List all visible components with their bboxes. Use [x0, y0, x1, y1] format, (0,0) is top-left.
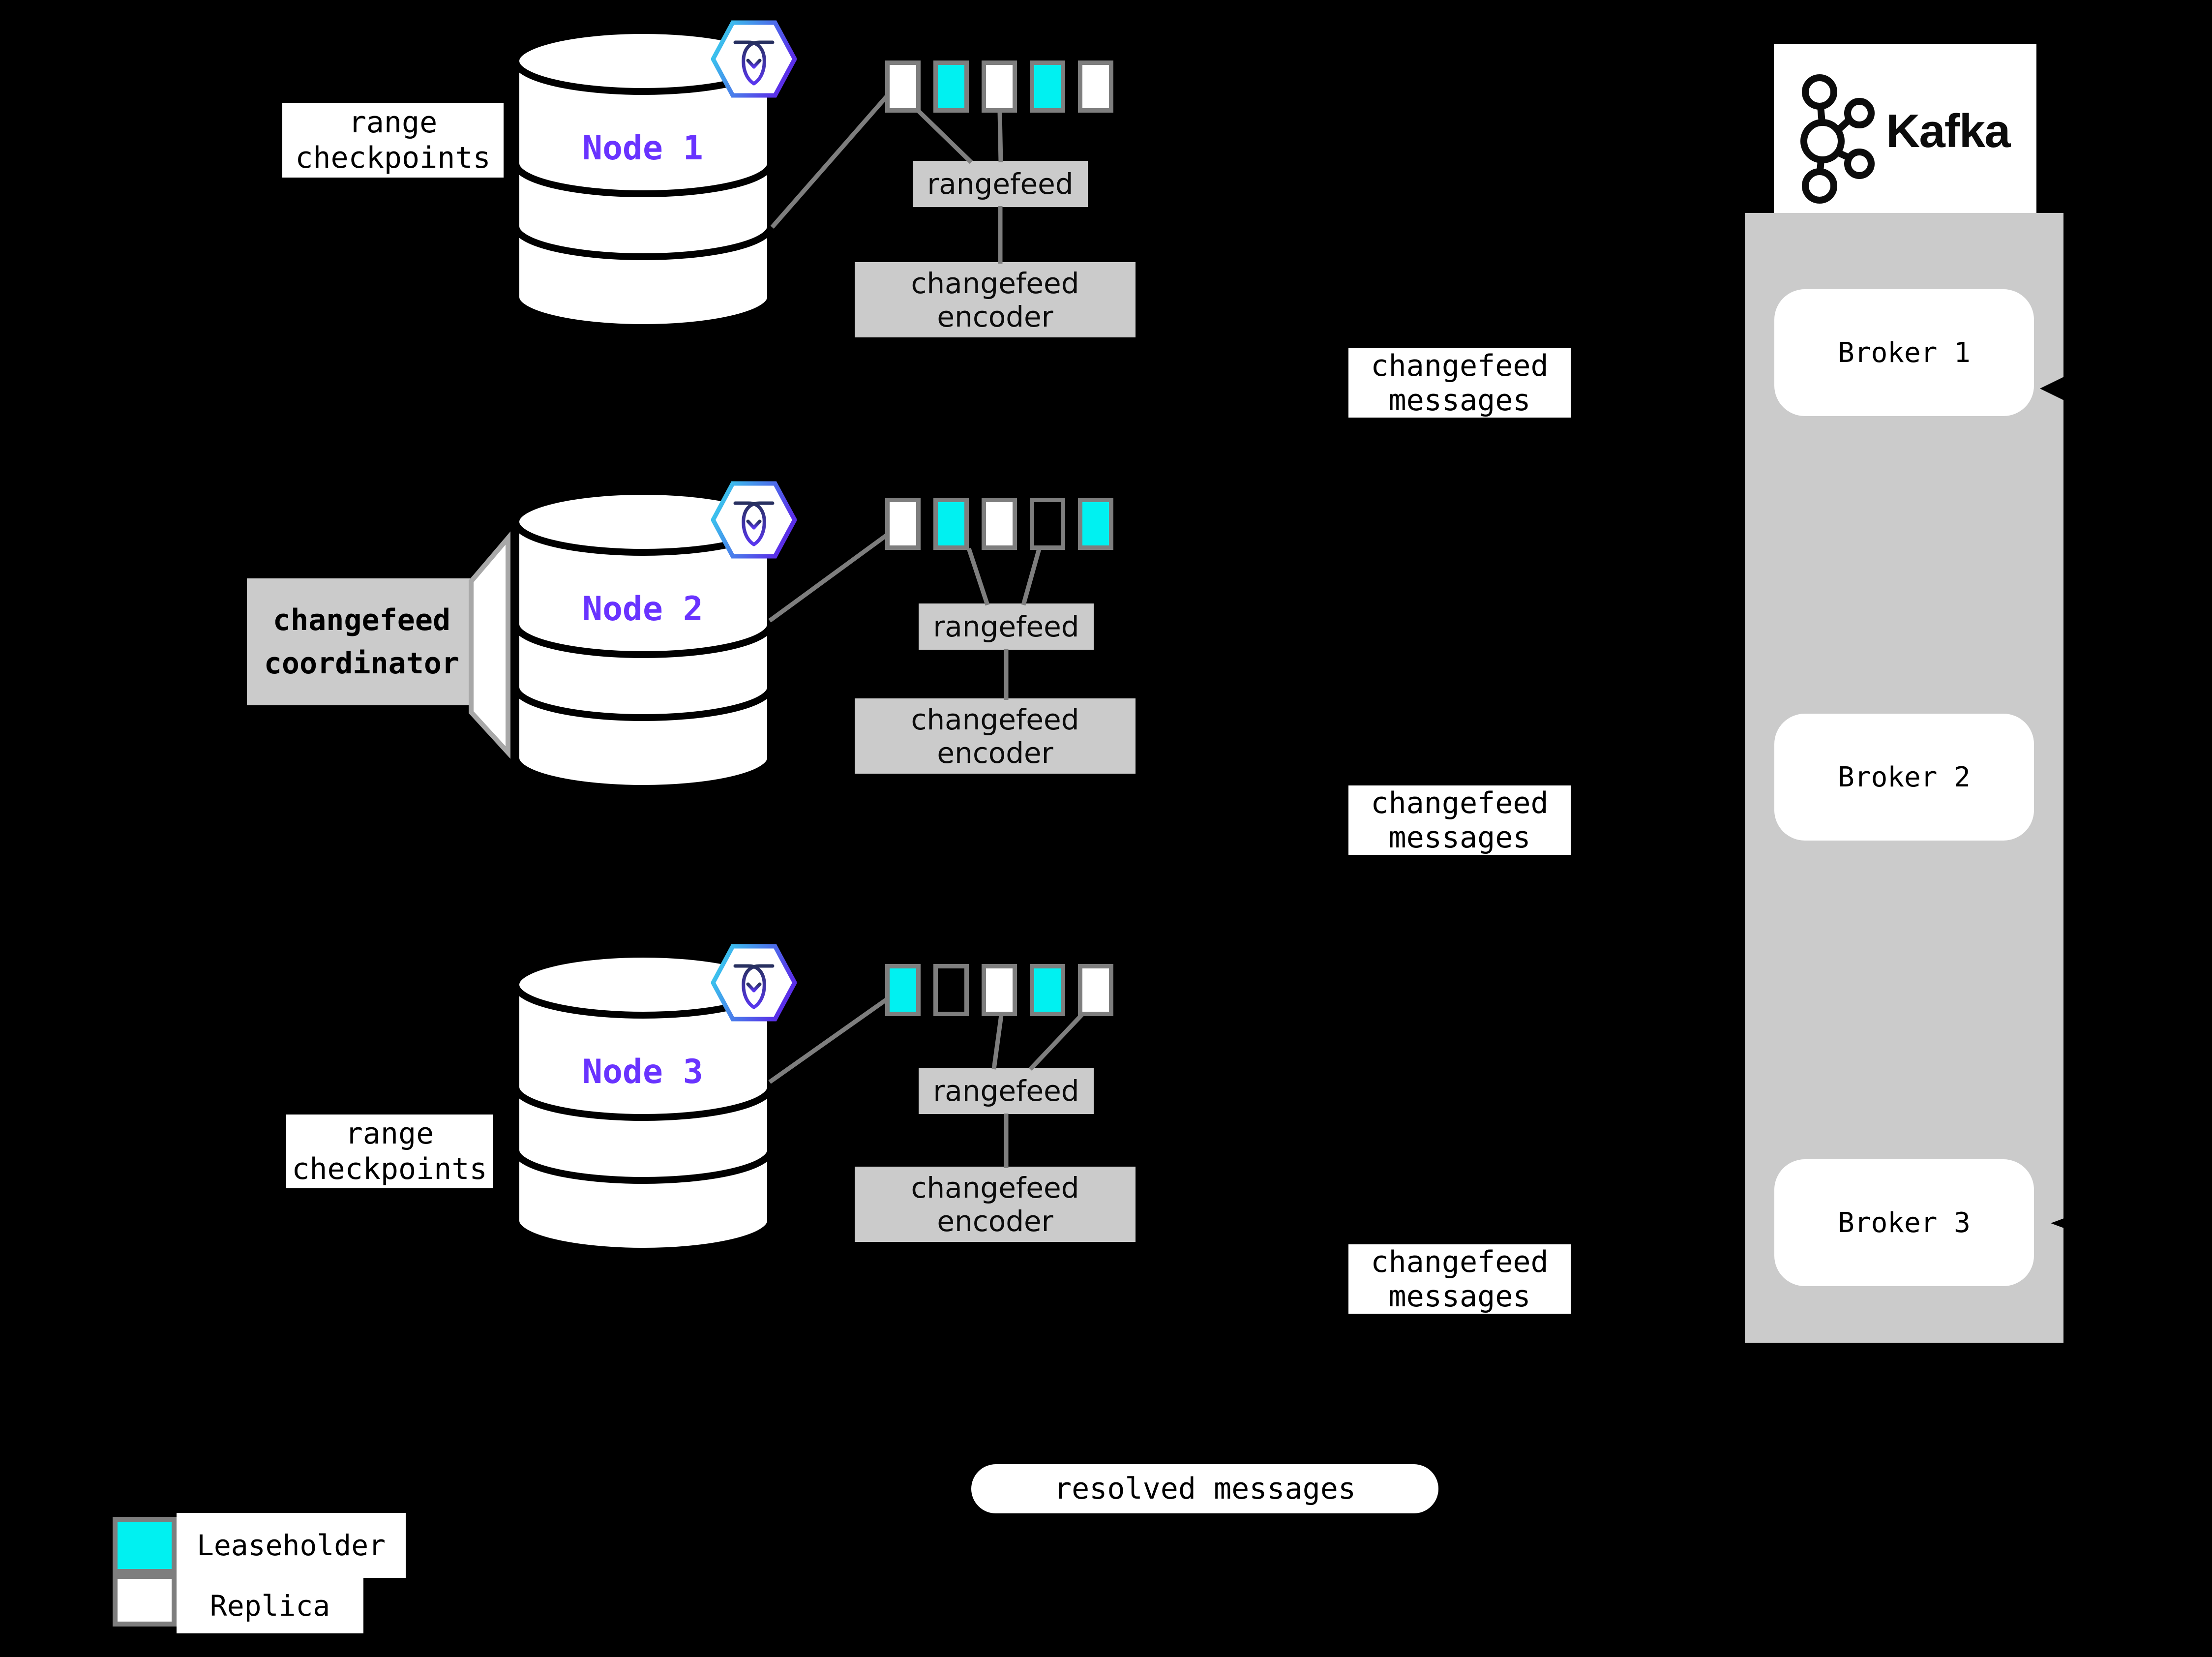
legend-leaseholder-swatch — [113, 1517, 177, 1574]
rangefeed-box: rangefeed — [919, 603, 1094, 650]
encoder-line1: changefeed — [911, 266, 1079, 300]
node-3-database-icon — [512, 951, 774, 1255]
range-box — [1030, 964, 1065, 1016]
range-box — [885, 60, 921, 113]
encoder-line1: changefeed — [911, 702, 1079, 736]
changefeed-messages-label: changefeed messages — [1348, 348, 1571, 418]
range-box — [982, 964, 1017, 1016]
legend-leaseholder-label: Leaseholder — [177, 1513, 406, 1578]
range-checkpoints-line2: checkpoints — [295, 141, 491, 175]
coordinator-line1: changefeed — [272, 603, 451, 637]
changefeed-coordinator-label: changefeed coordinator — [247, 578, 477, 705]
changefeed-messages-label: changefeed messages — [1348, 785, 1571, 855]
range-box — [933, 964, 969, 1016]
range-checkpoints-label: range checkpoints — [282, 103, 504, 178]
node-1-label: Node 1 — [582, 129, 703, 168]
kafka-logo: Kafka — [1774, 44, 2036, 218]
rangefeed-box: rangefeed — [919, 1068, 1094, 1114]
kafka-logo-icon — [1800, 74, 1875, 204]
node-3-label: Node 3 — [582, 1053, 703, 1091]
messages-line1: changefeed — [1371, 1244, 1549, 1279]
cockroachdb-logo-icon — [711, 481, 797, 559]
changefeed-encoder-box: changefeed encoder — [855, 262, 1136, 337]
changefeed-messages-label: changefeed messages — [1348, 1244, 1571, 1314]
range-checkpoints-label: range checkpoints — [286, 1115, 493, 1188]
range-box — [982, 60, 1017, 113]
node-2-label: Node 2 — [582, 590, 703, 629]
changefeed-encoder-box: changefeed encoder — [855, 698, 1136, 774]
range-box — [933, 498, 969, 550]
kafka-cluster-container: Broker 1 Broker 2 Broker 3 — [1745, 213, 2063, 1343]
messages-line1: changefeed — [1371, 785, 1549, 820]
coordinator-line2: coordinator — [264, 646, 460, 681]
cockroachdb-logo-icon — [711, 944, 797, 1022]
encoder-line1: changefeed — [911, 1171, 1079, 1205]
range-box — [885, 498, 921, 550]
range-checkpoints-line2: checkpoints — [292, 1152, 487, 1186]
range-checkpoints-line1: range — [345, 1116, 434, 1151]
range-checkpoints-line1: range — [348, 105, 438, 140]
range-box — [1030, 60, 1065, 113]
messages-line1: changefeed — [1371, 348, 1549, 383]
legend-replica-swatch — [113, 1574, 177, 1627]
legend-replica-label: Replica — [177, 1578, 363, 1633]
range-box — [982, 498, 1017, 550]
cockroachdb-logo-icon — [711, 20, 797, 98]
broker-card: Broker 3 — [1774, 1159, 2034, 1286]
range-box — [885, 964, 921, 1016]
encoder-line2: encoder — [937, 736, 1053, 770]
messages-line2: messages — [1388, 1279, 1531, 1314]
range-box — [1078, 60, 1113, 113]
encoder-line2: encoder — [937, 300, 1053, 333]
broker-card: Broker 2 — [1774, 714, 2034, 841]
kafka-wordmark: Kafka — [1886, 104, 2010, 157]
changefeed-encoder-box: changefeed encoder — [855, 1167, 1136, 1242]
rangefeed-box: rangefeed — [913, 161, 1088, 207]
range-box — [1078, 498, 1113, 550]
broker-card: Broker 1 — [1774, 289, 2034, 416]
messages-line2: messages — [1388, 820, 1531, 855]
coordinator-pointer — [469, 531, 510, 759]
range-box — [1078, 964, 1113, 1016]
node-2-database-icon — [512, 488, 774, 792]
range-box — [1030, 498, 1065, 550]
encoder-line2: encoder — [937, 1204, 1053, 1238]
node-1-database-icon — [512, 27, 774, 331]
resolved-messages-pill: resolved messages — [971, 1464, 1438, 1513]
messages-line2: messages — [1388, 383, 1531, 418]
range-box — [933, 60, 969, 113]
